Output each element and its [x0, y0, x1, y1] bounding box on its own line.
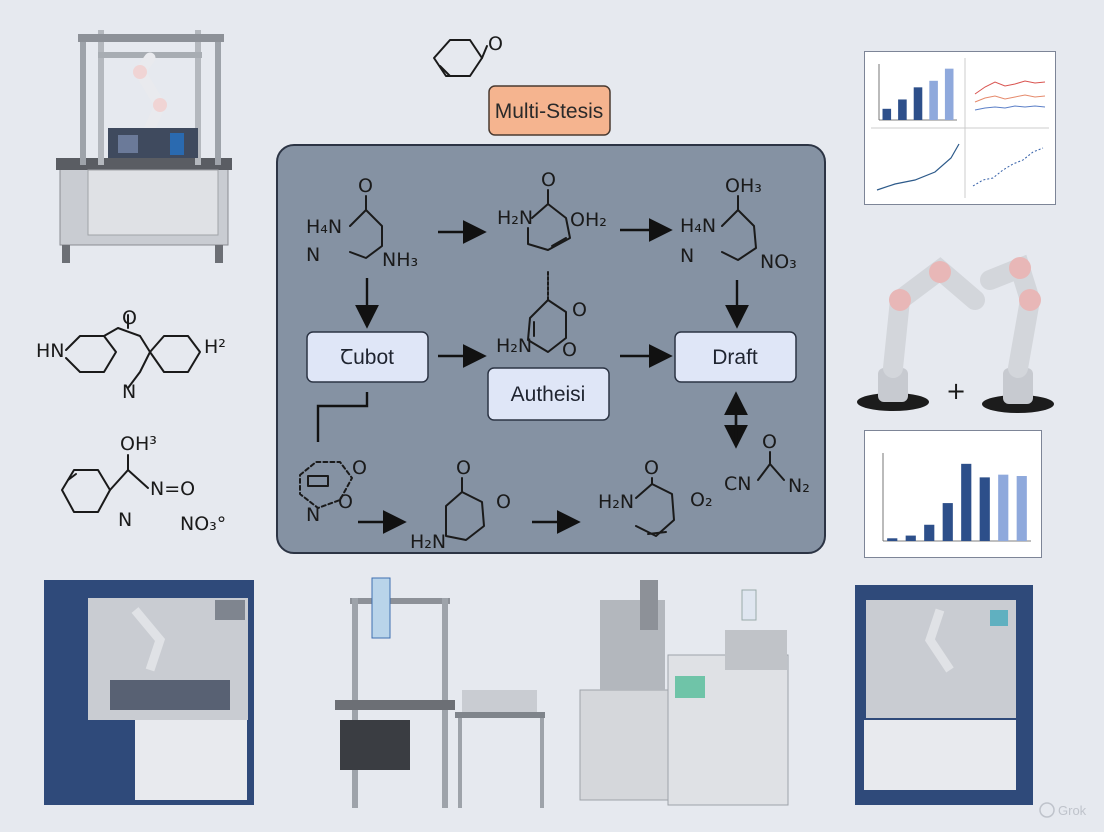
- acridine-n: N: [122, 381, 136, 403]
- bar: [998, 474, 1009, 541]
- mol-cn-o: O: [762, 431, 777, 453]
- mol-br-o: O: [644, 457, 659, 479]
- node-draft-label: Draft: [712, 346, 758, 369]
- bar: [929, 80, 938, 120]
- line-series-red: [974, 80, 1046, 95]
- bar: [979, 477, 990, 541]
- watermark-text: Grok: [1058, 803, 1087, 818]
- cyclohexadienone-top: O: [433, 33, 503, 77]
- molecule-middle: O H₂N O: [496, 271, 587, 361]
- workcell-bottom-left: [44, 580, 254, 805]
- title-box: Multi-Stesis: [488, 85, 611, 136]
- chart-panel-top-right: [864, 51, 1056, 205]
- benzene-no3: NO₃°: [180, 513, 226, 535]
- node-autheisi-label: Autheisi: [511, 383, 586, 406]
- robotic-arms-right: [857, 254, 1054, 413]
- benzene-oh: OH³: [120, 433, 157, 455]
- line-series-orange: [974, 94, 1046, 103]
- top-ring-oxygen: O: [488, 33, 503, 55]
- mol-cn-n2: N₂: [788, 475, 810, 497]
- mol-br-h2n: H₂N: [598, 491, 634, 513]
- mol-tl-nh3: NH₃: [382, 249, 418, 271]
- mol-bl-n: N: [306, 504, 320, 526]
- mol-tm-o: O: [541, 169, 556, 191]
- acridine-h: H²: [204, 336, 226, 358]
- workcell-bottom-right: [855, 585, 1033, 805]
- bar: [944, 68, 954, 120]
- bar: [882, 108, 892, 120]
- chart-panel-bottom-right: [864, 430, 1042, 558]
- reactor-rig-bottom-center: [335, 577, 545, 808]
- nitroso-benzene-structure: OH³ N=O N NO₃°: [61, 433, 226, 535]
- bar: [942, 503, 953, 541]
- benzene-no: N=O: [150, 478, 195, 500]
- mol-tm-h2n: H₂N: [497, 207, 533, 229]
- mol-bm-o2: O: [496, 491, 511, 513]
- molecule-top-right: OH₃ H₄N N NO₃: [680, 175, 797, 273]
- molecule-bottom-left: O N O: [299, 457, 367, 526]
- chart-panel-top-svg: [871, 58, 1049, 198]
- mol-bm-h2n: H₂N: [410, 531, 446, 553]
- trend-line: [876, 143, 960, 191]
- bar: [887, 538, 898, 541]
- molecule-bottom-middle: O O H₂N: [410, 457, 511, 553]
- bar-chart-medium: [882, 453, 1031, 542]
- bar: [924, 524, 935, 541]
- acridine-hn: HN: [36, 340, 65, 362]
- mol-tr-no3: NO₃: [760, 251, 797, 273]
- mol-tm-oh2: OH₂: [570, 209, 607, 231]
- mol-cn-cn: CN: [724, 473, 751, 495]
- scatter-trend: [972, 147, 1044, 187]
- node-draft[interactable]: Draft: [674, 331, 797, 383]
- acridine-structure: HN O N H²: [36, 307, 226, 403]
- mol-tl-n: N: [306, 244, 320, 266]
- mol-bm-o: O: [456, 457, 471, 479]
- mol-br-o2: O₂: [690, 489, 713, 511]
- synthesis-station-bottom-center: [579, 580, 789, 806]
- node-robot[interactable]: Ꞇubot: [306, 331, 429, 383]
- mol-mm-o: O: [572, 299, 587, 321]
- node-autheisi[interactable]: Autheisi: [487, 367, 610, 421]
- node-robot-label: Ꞇubot: [340, 346, 394, 369]
- molecule-top-middle: O H₂N OH₂: [497, 169, 607, 251]
- connector-robot-down: [316, 392, 369, 442]
- bar: [898, 99, 907, 120]
- mol-tl-o: O: [358, 175, 373, 197]
- bar: [961, 463, 972, 541]
- mol-bl-o-ring: O: [338, 491, 353, 513]
- mol-mm-o-ring: O: [562, 339, 577, 361]
- bar-chart-small: [878, 64, 957, 121]
- watermark: Grok: [1039, 802, 1087, 818]
- mol-tr-n: N: [680, 245, 694, 267]
- benzene-n: N: [118, 509, 132, 531]
- diagram-title: Multi-Stesis: [495, 100, 604, 123]
- mol-tr-h4n: H₄N: [680, 215, 716, 237]
- flow-arrows: [316, 218, 749, 534]
- mol-tr-oh3: OH₃: [725, 175, 762, 197]
- mol-mm-h2n: H₂N: [496, 335, 532, 357]
- plus-sign: +: [946, 377, 966, 405]
- mol-bl-o: O: [352, 457, 367, 479]
- molecule-cn: O CN N₂: [724, 431, 810, 497]
- bar: [1016, 476, 1027, 541]
- chart-panel-bottom-svg: [882, 453, 1031, 542]
- molecule-top-left: O H₄N N NH₃: [306, 175, 418, 271]
- molecule-bottom-right: O H₂N O₂: [598, 457, 713, 537]
- mol-tl-h4n: H₄N: [306, 216, 342, 238]
- acridine-o: O: [122, 307, 137, 329]
- line-series-blue: [974, 105, 1046, 111]
- robotic-workcell-top-left: [56, 30, 232, 263]
- bar: [905, 535, 916, 541]
- bar: [913, 87, 923, 120]
